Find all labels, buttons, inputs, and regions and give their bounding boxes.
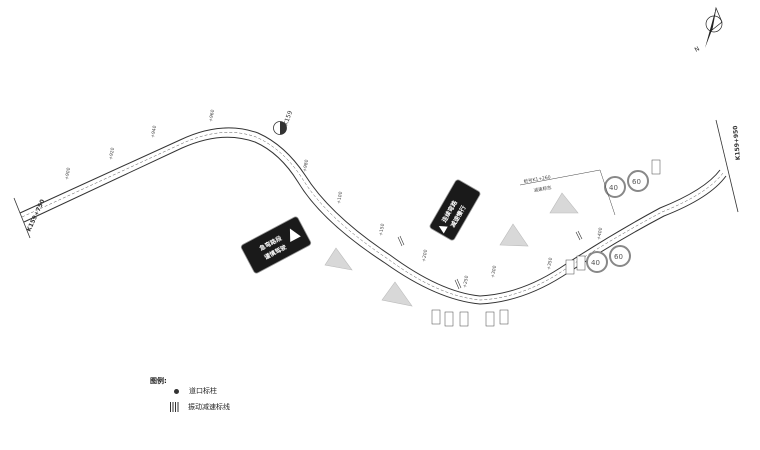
rumble-mark [397, 236, 403, 247]
rumble-strip-icon [170, 402, 180, 412]
warning-triangle [499, 223, 529, 247]
north-arrow-ring [705, 15, 723, 33]
warning-sign-left: 急弯路段 谨慎驾驶 [240, 216, 312, 274]
chainage-label: +940 [150, 125, 158, 138]
chainage-label: +350 [546, 257, 554, 270]
speed-limit-value: 60 [632, 178, 641, 186]
warning-triangle-icon [438, 226, 448, 234]
end-boundary-line [715, 119, 739, 213]
delineator-post [444, 311, 454, 327]
chainage-label: +960 [208, 109, 216, 122]
chainage-label: +200 [421, 249, 429, 262]
rumble-mark [399, 235, 405, 246]
north-label: N [694, 45, 701, 53]
north-arrow-light [711, 6, 723, 31]
legend-title-text: 图例: [150, 377, 167, 385]
chainage-label: +400 [596, 227, 604, 240]
leader-line [519, 169, 601, 186]
delineator-post [565, 259, 575, 275]
chainage-labels: +900 +920 +940 +960 +980 +100 +150 +200 … [64, 109, 604, 288]
legend-item-label: 振动减速标线 [188, 403, 230, 411]
legend-item-label: 道口标柱 [189, 387, 217, 395]
km-marker-half [280, 121, 287, 135]
road-edge-top [19, 127, 721, 297]
chainage-label: +100 [336, 191, 344, 204]
km-marker-label: K159 [282, 110, 294, 127]
warning-triangle [381, 281, 413, 307]
speed-limit-signs: 40 60 40 60 [586, 170, 649, 273]
warning-triangle [324, 247, 353, 271]
speed-limit-circle [604, 176, 626, 198]
end-station-label: K159+950 [732, 125, 742, 160]
speed-limit-circle [609, 245, 631, 267]
delineator-post [431, 309, 441, 325]
chainage-label: +900 [64, 167, 72, 180]
warning-triangle [549, 192, 579, 214]
chainage-label: +920 [108, 147, 116, 160]
chainage-label: +300 [490, 265, 498, 278]
delineator-post [485, 311, 495, 327]
annotation-callout: 桩号K1+260 减速标志 [519, 169, 616, 216]
north-arrow-dark [705, 8, 716, 48]
road-edge-bottom [23, 136, 727, 305]
annotation-line-2: 减速标志 [533, 184, 552, 194]
north-arrow: N [694, 6, 723, 54]
speed-limit-circle [586, 251, 608, 273]
delineator-posts [431, 159, 661, 327]
rumble-mark [577, 230, 583, 240]
warning-triangles [324, 192, 579, 307]
speed-limit-circle [627, 170, 649, 192]
delineator-post [459, 311, 469, 327]
chainage-label: +980 [302, 159, 310, 172]
warning-sign-right: 连续弯路 减速慢行 [429, 179, 481, 241]
start-boundary-line [13, 197, 31, 239]
leader-line [599, 169, 616, 216]
delineator-post [651, 159, 661, 175]
chainage-label: +250 [462, 275, 470, 288]
legend-item-post: 道口标柱 [174, 386, 217, 396]
rumble-strip-marks [397, 230, 583, 290]
speed-limit-value: 40 [609, 184, 618, 192]
delineator-post [499, 309, 509, 325]
delineator-post [576, 255, 586, 271]
start-station-label: K159+750 [25, 198, 46, 232]
km-marker: K159 [273, 110, 294, 135]
chainage-label: +150 [378, 223, 386, 236]
warning-triangle-icon [289, 228, 301, 242]
rumble-mark [456, 278, 462, 289]
legend-item-rumble: 振动减速标线 [170, 402, 230, 412]
post-symbol-icon [174, 388, 179, 394]
road-centerline [21, 132, 724, 301]
annotation-line-1: 桩号K1+260 [523, 173, 551, 185]
sign-board [429, 179, 481, 241]
rumble-mark [575, 231, 581, 241]
rumble-mark [454, 279, 460, 290]
speed-limit-value: 40 [591, 259, 600, 267]
speed-limit-value: 60 [614, 253, 623, 261]
legend-title: 图例: [150, 376, 167, 386]
legend: 图例: 道口标柱 振动减速标线 [150, 376, 270, 416]
sign-board [240, 216, 312, 274]
